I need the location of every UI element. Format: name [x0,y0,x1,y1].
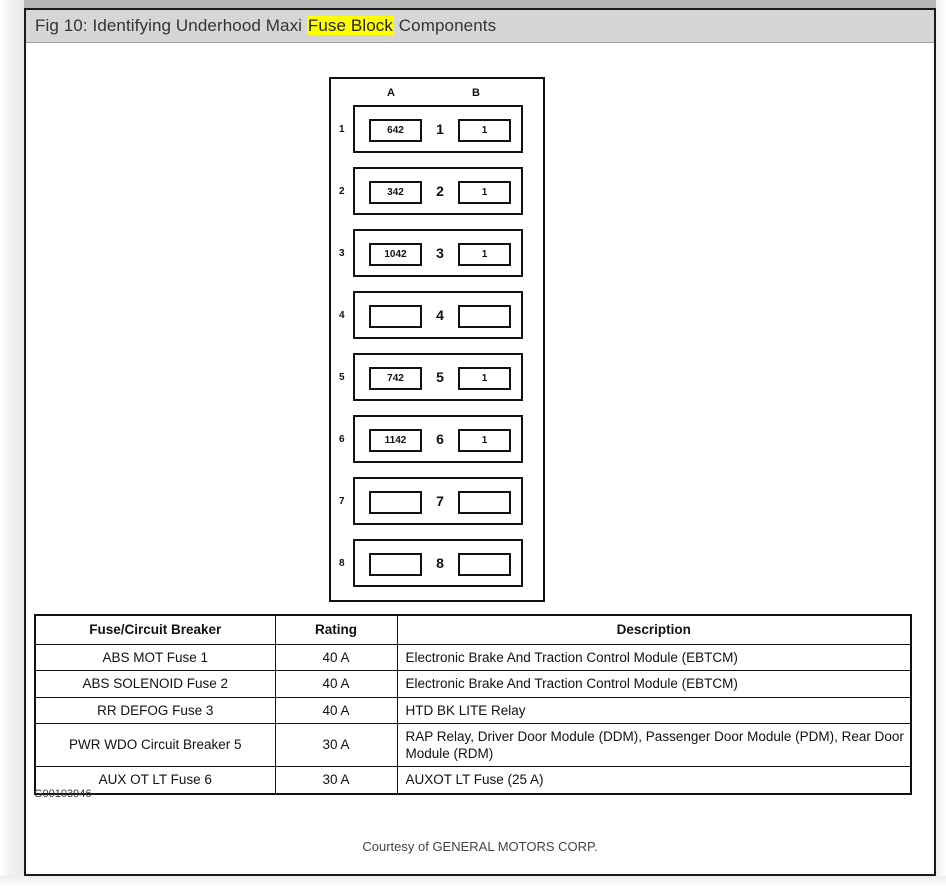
title-highlight-fuse-block: Fuse Block [306,16,394,35]
fuse-slot-b [458,491,511,514]
row-center-number: 4 [436,307,444,323]
row-center-number: 7 [436,493,444,509]
fuse-slot-a: 342 [369,181,422,204]
fuse-specification-table: Fuse/Circuit Breaker Rating Description … [34,614,912,795]
cell-rating: 30 A [274,722,398,768]
table-row: ABS SOLENOID Fuse 2 40 A Electronic Brak… [34,670,912,698]
page-gutter-bottom [0,876,946,886]
row-center-number: 8 [436,555,444,571]
title-prefix: Fig 10: Identifying Underhood Maxi [35,16,307,35]
fuse-row: 7 7 [339,477,523,525]
courtesy-label: Courtesy of GENERAL MOTORS CORP. [362,839,598,854]
cell-rating: 40 A [274,670,398,698]
fuse-slot-a: 642 [369,119,422,142]
row-index: 3 [339,248,345,259]
diagram-column-headers: A B [331,85,543,103]
cell-fuse-name: AUX OT LT Fuse 6 [34,766,276,795]
table-row: ABS MOT Fuse 1 40 A Electronic Brake And… [34,643,912,672]
fuse-row: 8 8 [339,539,523,587]
cell-fuse-name: PWR WDO Circuit Breaker 5 [34,722,276,768]
title-suffix: Components [393,16,497,35]
table-row: PWR WDO Circuit Breaker 5 30 A RAP Relay… [34,722,912,768]
column-header-description: Description [396,614,912,645]
fuse-row: 4 4 [339,291,523,339]
fuse-row: 2 342 2 1 [339,167,523,215]
fuse-row: 5 742 5 1 [339,353,523,401]
cell-rating: 30 A [274,766,398,795]
cell-fuse-name: ABS SOLENOID Fuse 2 [34,670,276,698]
column-header-rating: Rating [274,614,398,645]
fuse-slot-a: 1142 [369,429,422,452]
document-page: Fig 10: Identifying Underhood Maxi Fuse … [24,8,936,876]
figure-title-bar: Fig 10: Identifying Underhood Maxi Fuse … [26,10,934,43]
cell-description: RAP Relay, Driver Door Module (DDM), Pas… [396,722,912,768]
fuse-slot-b: 1 [458,181,511,204]
fuse-row: 6 1142 6 1 [339,415,523,463]
fuse-row: 3 1042 3 1 [339,229,523,277]
column-header-a: A [387,87,395,99]
row-center-number: 1 [436,121,444,137]
fuse-slot-b: 1 [458,367,511,390]
row-center-number: 6 [436,431,444,447]
row-center-number: 2 [436,183,444,199]
row-index: 5 [339,372,345,383]
cell-rating: 40 A [274,696,398,724]
fuse-slot-a [369,553,422,576]
cell-fuse-name: RR DEFOG Fuse 3 [34,696,276,724]
cell-description: Electronic Brake And Traction Control Mo… [396,670,912,698]
cell-fuse-name: ABS MOT Fuse 1 [34,643,276,672]
row-index: 4 [339,310,345,321]
fuse-slot-a [369,491,422,514]
fuse-slot-a [369,305,422,328]
row-index: 2 [339,186,345,197]
row-center-number: 5 [436,369,444,385]
column-header-fuse: Fuse/Circuit Breaker [34,614,276,645]
page-gutter-top [0,0,946,8]
row-center-number: 3 [436,245,444,261]
fuse-slot-b: 1 [458,429,511,452]
cell-description: Electronic Brake And Traction Control Mo… [396,643,912,672]
fuse-row: 1 642 1 1 [339,105,523,153]
table-header-row: Fuse/Circuit Breaker Rating Description [34,614,912,645]
cell-rating: 40 A [274,643,398,672]
page-title: Fig 10: Identifying Underhood Maxi Fuse … [35,16,496,36]
row-index: 6 [339,434,345,445]
page-gutter-left [0,0,24,886]
fuse-slot-b [458,553,511,576]
cell-description: AUXOT LT Fuse (25 A) [396,766,912,795]
row-index: 1 [339,124,345,135]
fuse-slot-a: 742 [369,367,422,390]
fuse-slot-b: 1 [458,119,511,142]
column-header-b: B [472,87,480,99]
figure-area: A B 1 642 1 1 2 342 2 1 3 1042 3 1 [26,44,934,874]
table-row: AUX OT LT Fuse 6 30 A AUXOT LT Fuse (25 … [34,766,912,795]
fuse-block-diagram: A B 1 642 1 1 2 342 2 1 3 1042 3 1 [329,77,545,602]
table-row: RR DEFOG Fuse 3 40 A HTD BK LITE Relay [34,696,912,724]
fuse-slot-b [458,305,511,328]
row-index: 8 [339,558,345,569]
row-index: 7 [339,496,345,507]
fuse-slot-a: 1042 [369,243,422,266]
figure-id-label: G00103946 [34,788,92,800]
page-gutter-right [936,0,946,886]
cell-description: HTD BK LITE Relay [396,696,912,724]
fuse-slot-b: 1 [458,243,511,266]
